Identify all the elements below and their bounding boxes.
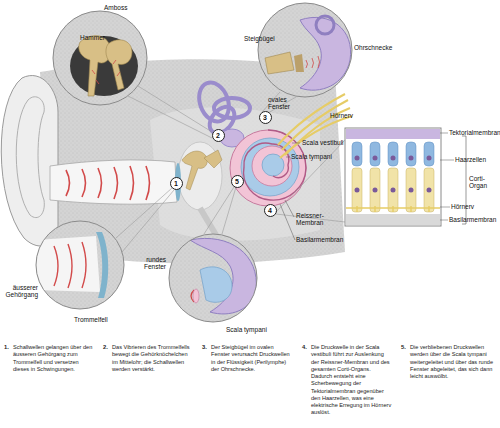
part-label: Ohrschnecke (354, 44, 404, 51)
stapes-inset (255, 0, 355, 100)
corti-inset (345, 128, 466, 226)
part-label: Tektorialmembran (449, 129, 500, 136)
part-label: Scala tympani (291, 153, 351, 160)
step-text: Schallwellen gelangen über den äusseren … (13, 344, 95, 373)
callout-number: 2 (216, 132, 220, 139)
step-number: 4. (302, 344, 312, 351)
part-label: Basilarmembran (449, 216, 500, 223)
callout-number: 5 (235, 178, 239, 185)
part-label: Hammer (80, 34, 120, 41)
callout-circle: 5 (231, 175, 244, 188)
stapes (204, 150, 222, 168)
part-label: Hörnerv (451, 203, 491, 210)
part-label: äusserer Gehörgang (4, 284, 38, 299)
callout-circle: 3 (259, 111, 272, 124)
ossicle-inset (50, 8, 150, 108)
middle-ear (178, 142, 222, 210)
callout-circle: 1 (170, 177, 183, 190)
callout-circle: 4 (264, 204, 277, 217)
ossicles (182, 151, 207, 190)
callout-number: 1 (174, 180, 178, 187)
corti-bracket (462, 136, 466, 224)
part-label: Scala vestibuli (302, 139, 362, 146)
step-text: Das Vibrieren des Trommelfells bewegt di… (112, 344, 194, 373)
step-text: Die verbliebenen Druckwellen werden über… (410, 344, 496, 380)
step-text: Der Steigbügel im ovalen Fenster verursa… (211, 344, 293, 373)
callout-number: 3 (263, 114, 267, 121)
semicircular-canals (194, 78, 250, 138)
part-label: Corti-Organ (469, 175, 497, 190)
ear-canal (50, 160, 177, 204)
callout-circle: 2 (212, 129, 225, 142)
round-window-inset (169, 234, 257, 322)
part-label: Amboss (104, 4, 144, 11)
part-label: Haarzellen (455, 156, 500, 163)
step-text: Die Druckwelle in der Scala vestibuli fü… (311, 344, 393, 417)
eardrum-inset (36, 221, 124, 309)
cochlea (230, 130, 306, 206)
part-label: ovales Fenster (268, 96, 294, 111)
callout-number: 4 (268, 207, 272, 214)
sound-waves (66, 166, 150, 200)
step-number: 3. (202, 344, 212, 351)
part-label: Trommelfell (74, 316, 124, 323)
part-label: rundes Fenster (140, 256, 166, 271)
part-label: Reissner-Membran (296, 212, 330, 227)
step-number: 1. (4, 344, 14, 351)
pinna-fold (16, 97, 44, 218)
inset-leaders (116, 86, 345, 252)
step-number: 5. (401, 344, 411, 351)
part-label: Basilarmembran (296, 236, 326, 243)
part-label: Steigbügel (244, 35, 284, 42)
step-number: 2. (103, 344, 113, 351)
part-label: Hörnerv (330, 112, 370, 119)
pinna (1, 76, 58, 246)
part-label: Scala tympani (226, 326, 286, 333)
